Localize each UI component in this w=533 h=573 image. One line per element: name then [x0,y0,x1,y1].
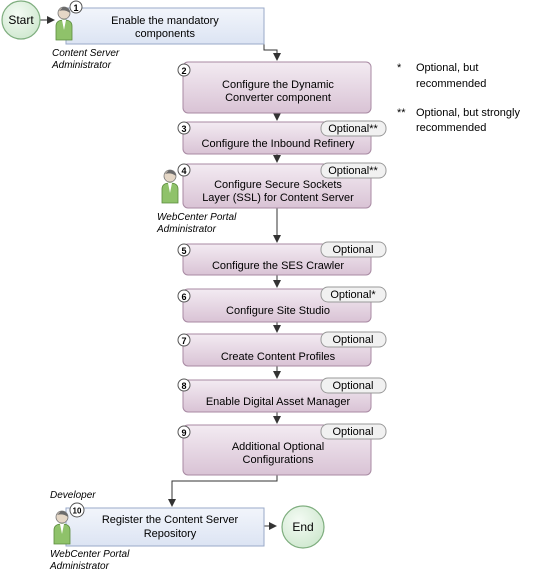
step-1-line-1: Enable the mandatory [111,15,219,27]
step-5-number-badge: 5 [177,243,191,257]
connectors [40,16,281,530]
role-developer: Developer [50,490,96,501]
step-6-line-1: Configure Site Studio [226,305,330,317]
step-4-optional-tag: Optional** [320,162,387,179]
step-9-line-1: Additional Optional [232,441,324,453]
person-icon-wcp-admin-mid [161,169,179,204]
step-5-number: 5 [181,246,186,256]
step-6-number-badge: 6 [177,289,191,303]
step-8-optional-tag: Optional [320,377,387,394]
step-5-optional-tag: Optional [320,241,387,258]
step-4-number: 4 [181,166,186,176]
person-icon-cs-admin [55,6,73,41]
legend-mark-double: ** [397,107,406,119]
step-10-number: 10 [73,507,82,516]
step-7-tag-label: Optional [333,334,374,346]
legend-mark-single: * [397,62,402,74]
end-label: End [292,520,313,534]
step-10: Register the Content Server Repository [65,507,265,547]
step-6-number: 6 [181,292,186,302]
legend-item-optional-recommended: * Optional, but recommended [397,62,486,90]
start-node: Start [1,0,41,40]
step-3-optional-tag: Optional** [320,120,387,137]
legend-double-line-1: Optional, but strongly [416,107,520,119]
role-cs-admin-line-2: Administrator [51,60,112,71]
step-number-badges: 1 2 3 4 5 6 7 8 [69,0,191,518]
step-9-tag-label: Optional [333,426,374,438]
step-6-optional-tag: Optional* [320,286,387,303]
step-9-number-badge: 9 [177,425,191,439]
step-8-tag-label: Optional [333,380,374,392]
step-6-tag-label: Optional* [330,289,376,301]
step-2-line-1: Configure the Dynamic [222,79,334,91]
role-cs-admin-line-1: Content Server [52,48,120,59]
step-4-tag-label: Optional** [328,165,378,177]
step-9-optional-tag: Optional [320,423,387,440]
step-2-line-2: Converter component [225,92,331,104]
step-4-line-2: Layer (SSL) for Content Server [202,192,354,204]
person-icon-wcp-admin-bottom [53,510,71,545]
step-3-number: 3 [181,124,186,134]
role-wcp-admin-mid-line-1: WebCenter Portal [157,212,237,223]
step-7-optional-tag: Optional [320,331,387,348]
role-wcp-admin-bottom-line-2: Administrator [49,561,110,572]
step-8-number-badge: 8 [177,378,191,392]
role-labels: Content Server Administrator WebCenter P… [49,48,237,572]
step-4-number-badge: 4 [177,163,191,177]
step-2: Configure the Dynamic Converter componen… [182,61,372,114]
role-wcp-admin-mid-line-2: Administrator [156,224,217,235]
step-7-number: 7 [181,336,186,346]
step-1: Enable the mandatory components [65,7,265,45]
step-10-line-2: Repository [144,528,197,540]
step-4-line-1: Configure Secure Sockets [214,179,342,191]
step-5-line-1: Configure the SES Crawler [212,260,344,272]
legend: * Optional, but recommended ** Optional,… [397,62,520,134]
step-8-number: 8 [181,381,186,391]
connector-step9-to-step10 [168,475,278,507]
step-8-line-1: Enable Digital Asset Manager [206,396,351,408]
step-5-tag-label: Optional [333,244,374,256]
legend-single-line-2: recommended [416,78,486,90]
legend-single-line-1: Optional, but [416,62,478,74]
step-9-number: 9 [181,428,186,438]
step-3-tag-label: Optional** [328,123,378,135]
step-2-number: 2 [181,66,186,76]
start-label: Start [8,13,34,27]
connector-step1-to-step2 [263,44,281,61]
step-3-number-badge: 3 [177,121,191,135]
legend-item-optional-strongly-recommended: ** Optional, but strongly recommended [397,107,520,134]
step-1-number-badge: 1 [69,0,83,14]
optional-tags: Optional** Optional** Optional Optional*… [320,120,387,440]
step-7-number-badge: 7 [177,333,191,347]
step-3-line-1: Configure the Inbound Refinery [202,138,355,150]
role-wcp-admin-bottom-line-1: WebCenter Portal [50,549,130,560]
step-1-number: 1 [73,3,78,13]
step-2-number-badge: 2 [177,63,191,77]
step-9-line-2: Configurations [243,454,314,466]
step-10-line-1: Register the Content Server [102,514,239,526]
step-1-line-2: components [135,28,195,40]
end-node: End [281,505,325,549]
step-7-line-1: Create Content Profiles [221,351,336,363]
step-10-number-badge: 10 [69,502,85,518]
legend-double-line-2: recommended [416,122,486,134]
